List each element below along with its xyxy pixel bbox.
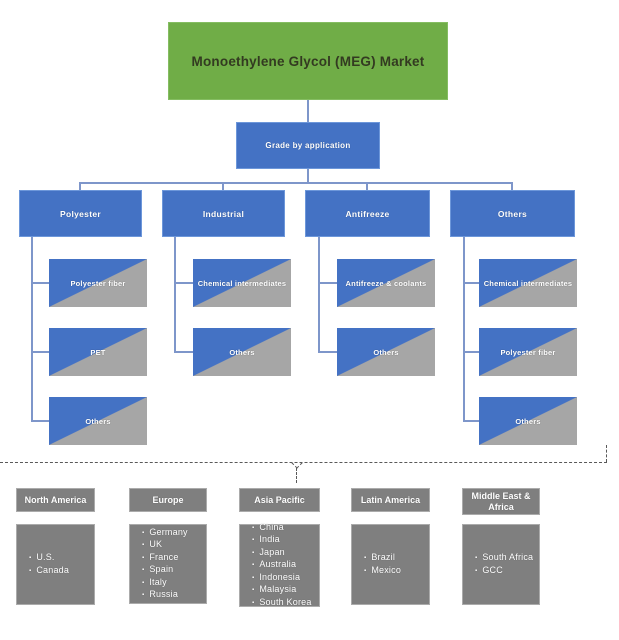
connector-elbow <box>31 420 49 422</box>
country-item: Australia <box>252 559 317 572</box>
connector-elbow <box>463 351 479 353</box>
connector-elbow <box>463 282 479 284</box>
leaf-node-industrial-others: Others <box>193 328 291 376</box>
leaf-node-others-chemical-intermediates: Chemical intermediates <box>479 259 577 307</box>
country-item: Mexico <box>364 565 427 578</box>
connector-elbow <box>318 282 337 284</box>
region-header-middle-east-africa: Middle East & Africa <box>462 488 540 515</box>
connector-elbow <box>463 420 479 422</box>
country-item: Canada <box>29 565 92 578</box>
country-item: UK <box>142 539 204 552</box>
connector-stub-polyester <box>79 184 81 190</box>
region-header-europe: Europe <box>129 488 207 512</box>
connector-drop-others <box>463 237 465 421</box>
country-item: Malaysia <box>252 584 317 597</box>
root-node-title: Monoethylene Glycol (MEG) Market <box>168 22 448 100</box>
branch-node-others: Others <box>450 190 575 237</box>
connector-branch-rail <box>79 182 513 184</box>
leaf-node-pet: PET <box>49 328 147 376</box>
connector-elbow <box>174 282 193 284</box>
connector-drop-antifreeze <box>318 237 320 353</box>
connector-elbow <box>31 282 49 284</box>
connector-grade-rail <box>307 169 309 183</box>
country-item: India <box>252 534 317 547</box>
connector-drop-polyester <box>31 237 33 421</box>
country-item: France <box>142 552 204 565</box>
region-header-latin-america: Latin America <box>351 488 430 512</box>
country-item: Spain <box>142 564 204 577</box>
country-item: China <box>252 522 317 535</box>
country-list-asia-pacific: ChinaIndiaJapanAustraliaIndonesiaMalaysi… <box>240 522 319 610</box>
connector-stub-others <box>511 184 513 190</box>
grade-node: Grade by application <box>236 122 380 169</box>
leaf-node-others-others: Others <box>479 397 577 445</box>
region-body-asia-pacific: ChinaIndiaJapanAustraliaIndonesiaMalaysi… <box>239 522 320 610</box>
country-item: U.S. <box>29 552 92 565</box>
region-header-asia-pacific: Asia Pacific <box>239 488 320 512</box>
branch-node-polyester: Polyester <box>19 190 142 237</box>
region-body-europe: GermanyUKFranceSpainItalyRussia <box>129 524 207 604</box>
region-body-latin-america: BrazilMexico <box>351 524 430 605</box>
connector-stub-industrial <box>222 184 224 190</box>
country-list-middle-east-africa: South AfricaGCC <box>463 552 539 577</box>
leaf-node-antifreeze-coolants: Antifreeze & coolants <box>337 259 435 307</box>
region-body-middle-east-africa: South AfricaGCC <box>462 524 540 605</box>
country-item: Russia <box>142 589 204 602</box>
country-item: South Africa <box>475 552 537 565</box>
country-item: Brazil <box>364 552 427 565</box>
country-item: Japan <box>252 547 317 560</box>
connector-elbow <box>174 351 193 353</box>
country-list-north-america: U.S.Canada <box>17 552 94 577</box>
country-item: Germany <box>142 527 204 540</box>
dashed-separator-hook <box>606 445 607 462</box>
leaf-node-polyester-others: Others <box>49 397 147 445</box>
connector-stub-antifreeze <box>366 184 368 190</box>
country-list-latin-america: BrazilMexico <box>352 552 429 577</box>
region-header-north-america: North America <box>16 488 95 512</box>
country-list-europe: GermanyUKFranceSpainItalyRussia <box>130 527 206 602</box>
leaf-node-others-polyester-fiber: Polyester fiber <box>479 328 577 376</box>
leaf-node-chemical-intermediates: Chemical intermediates <box>193 259 291 307</box>
connector-elbow <box>31 351 49 353</box>
branch-node-antifreeze: Antifreeze <box>305 190 430 237</box>
branch-node-industrial: Industrial <box>162 190 285 237</box>
country-item: Indonesia <box>252 572 317 585</box>
dashed-region-stub <box>296 468 297 483</box>
leaf-node-antifreeze-others: Others <box>337 328 435 376</box>
connector-root-grade <box>307 100 309 122</box>
leaf-node-polyester-fiber: Polyester fiber <box>49 259 147 307</box>
connector-drop-industrial <box>174 237 176 353</box>
connector-elbow <box>318 351 337 353</box>
dashed-separator-line <box>0 462 607 463</box>
country-item: South Korea <box>252 597 317 610</box>
region-body-north-america: U.S.Canada <box>16 524 95 605</box>
country-item: GCC <box>475 565 537 578</box>
dashed-arrow-chevron <box>291 457 303 469</box>
country-item: Italy <box>142 577 204 590</box>
